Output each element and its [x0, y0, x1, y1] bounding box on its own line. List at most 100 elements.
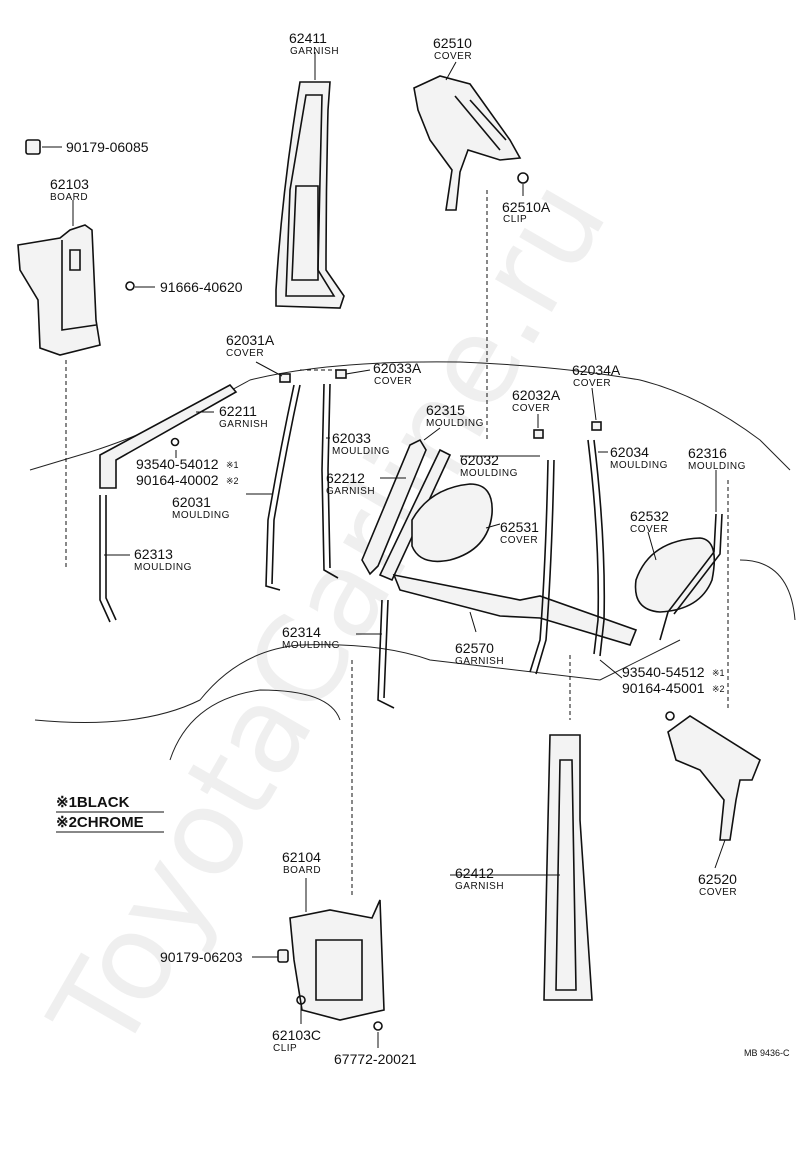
part-62531-cover: [411, 483, 493, 563]
label-62510A: 62510A CLIP: [502, 199, 551, 225]
legend: ※1BLACK ※2CHROME: [56, 794, 164, 833]
svg-text:GARNISH: GARNISH: [219, 419, 268, 430]
svg-text:COVER: COVER: [699, 887, 737, 898]
svg-text:62033A: 62033A: [373, 360, 422, 376]
svg-text:MOULDING: MOULDING: [688, 461, 746, 472]
svg-text:COVER: COVER: [512, 403, 550, 414]
label-91666-40620: 91666-40620: [160, 279, 243, 295]
label-62031A: 62031A COVER: [226, 332, 275, 359]
legend-chrome: ※2CHROME: [56, 814, 144, 831]
label-62034A: 62034A COVER: [572, 362, 621, 389]
label-62104: 62104 BOARD: [282, 849, 321, 876]
part-62316-moulding: [659, 513, 723, 641]
part-62103-board: [17, 224, 101, 356]
svg-text:CLIP: CLIP: [503, 214, 527, 225]
label-62033A: 62033A COVER: [373, 360, 422, 387]
screw-91666-icon: [125, 281, 135, 291]
svg-text:COVER: COVER: [434, 51, 472, 62]
label-62032A: 62032A COVER: [512, 387, 561, 414]
label-67772-20021: 67772-20021: [334, 1051, 417, 1067]
part-62211-garnish: [99, 383, 238, 489]
cover-62032A-icon: [533, 429, 544, 439]
svg-text:62103: 62103: [50, 176, 89, 192]
part-62104-board: [289, 899, 385, 1021]
svg-text:62032: 62032: [460, 452, 499, 468]
svg-text:62211: 62211: [219, 403, 257, 419]
svg-text:MOULDING: MOULDING: [172, 510, 230, 521]
svg-text:62315: 62315: [426, 402, 465, 418]
legend-black: ※1BLACK: [56, 794, 130, 811]
label-62033: 62033 MOULDING: [332, 430, 390, 457]
svg-text:62520: 62520: [698, 871, 737, 887]
svg-text:GARNISH: GARNISH: [290, 46, 339, 57]
part-62033-moulding: [321, 383, 339, 579]
label-90179-06085: 90179-06085: [66, 139, 149, 155]
pin-67772-icon: [373, 1021, 383, 1031]
label-62314: 62314 MOULDING: [282, 624, 340, 651]
part-62412-garnish: [543, 734, 593, 1001]
svg-text:62313: 62313: [134, 546, 173, 562]
label-62212: 62212 GARNISH: [326, 470, 375, 497]
svg-text:62531: 62531: [500, 519, 539, 535]
label-90164-40002: 90164-40002 ※2: [136, 472, 239, 488]
label-62034: 62034 MOULDING: [610, 444, 668, 471]
cover-62031A-icon: [279, 373, 291, 383]
svg-text:COVER: COVER: [630, 524, 668, 535]
svg-text:62032A: 62032A: [512, 387, 561, 403]
part-62532-cover: [634, 537, 716, 613]
svg-text:CLIP: CLIP: [273, 1043, 297, 1054]
screw-93540-54012-icon: [170, 437, 180, 447]
clip-90179-06203-icon: [277, 949, 289, 963]
part-62570-garnish: [392, 573, 638, 646]
diagram-code: MB 9436-C: [744, 1048, 790, 1058]
svg-text:COVER: COVER: [500, 535, 538, 546]
svg-text:62510: 62510: [433, 35, 472, 51]
svg-text:62031A: 62031A: [226, 332, 275, 348]
svg-text:MOULDING: MOULDING: [460, 468, 518, 479]
svg-text:※1: ※1: [226, 460, 239, 470]
label-62103C: 62103C CLIP: [272, 1027, 321, 1054]
svg-text:※1: ※1: [712, 668, 725, 678]
svg-text:62570: 62570: [455, 640, 494, 656]
svg-text:90164-45001: 90164-45001: [622, 680, 705, 696]
svg-text:BOARD: BOARD: [283, 865, 321, 876]
label-62570: 62570 GARNISH: [455, 640, 504, 667]
svg-text:62510A: 62510A: [502, 199, 551, 215]
svg-text:62411: 62411: [289, 30, 327, 46]
svg-text:MOULDING: MOULDING: [332, 446, 390, 457]
label-62412: 62412 GARNISH: [455, 865, 504, 892]
label-62313: 62313 MOULDING: [134, 546, 191, 573]
label-62510: 62510 COVER: [433, 35, 472, 62]
label-93540-54512: 93540-54512 ※1: [622, 664, 725, 680]
svg-text:62034A: 62034A: [572, 362, 621, 378]
part-62212-garnish: [361, 438, 427, 576]
svg-text:GARNISH: GARNISH: [326, 486, 375, 497]
svg-text:※2: ※2: [712, 684, 725, 694]
label-62316: 62316 MOULDING: [688, 445, 746, 472]
svg-text:93540-54512: 93540-54512: [622, 664, 705, 680]
label-62103: 62103 BOARD: [50, 176, 89, 203]
clip-90179-06085-icon: [25, 139, 41, 155]
leader-lines: [42, 52, 726, 1048]
svg-text:62104: 62104: [282, 849, 321, 865]
cover-62033A-icon: [335, 369, 347, 379]
label-62531: 62531 COVER: [500, 519, 539, 546]
svg-text:62031: 62031: [172, 494, 211, 510]
label-62031: 62031 MOULDING: [172, 494, 230, 521]
svg-text:62103C: 62103C: [272, 1027, 321, 1043]
svg-text:93540-54012: 93540-54012: [136, 456, 219, 472]
svg-text:※2: ※2: [226, 476, 239, 486]
label-62032: 62032 MOULDING: [460, 452, 518, 479]
clip-62103C-icon: [296, 995, 306, 1005]
svg-text:MOULDING: MOULDING: [610, 460, 668, 471]
svg-text:62412: 62412: [455, 865, 494, 881]
part-62314-moulding: [377, 599, 395, 709]
svg-text:62034: 62034: [610, 444, 649, 460]
svg-text:GARNISH: GARNISH: [455, 881, 504, 892]
part-62032-moulding: [529, 459, 555, 675]
label-90179-06203: 90179-06203: [160, 949, 243, 965]
svg-text:MOULDING: MOULDING: [426, 418, 484, 429]
svg-text:MOULDING: MOULDING: [282, 640, 340, 651]
